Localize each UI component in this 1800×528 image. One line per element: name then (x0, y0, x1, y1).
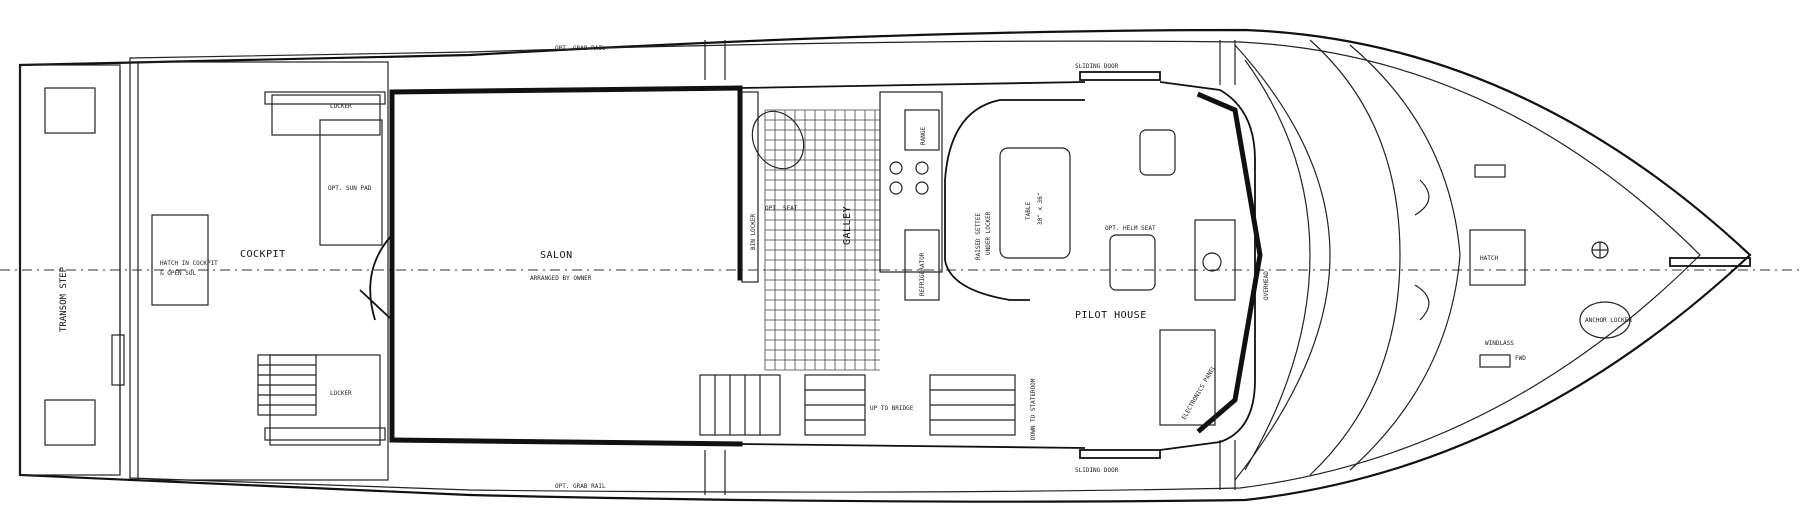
sun-pad-label: OPT. SUN PAD (328, 185, 372, 192)
foredeck-fwd-label: FWD (1515, 355, 1526, 362)
locker-bottom (269, 354, 381, 446)
cleat-curve-top (1414, 179, 1430, 216)
helm-console (1194, 219, 1236, 301)
chain-pipe (1479, 354, 1511, 368)
pilot-house-windshield (1196, 91, 1263, 434)
pilot-chair (1139, 129, 1176, 176)
foredeck-hatch (1469, 229, 1526, 286)
grab-rail-note-fwd: OPT. GRAB RAIL (555, 483, 606, 490)
fridge-box (904, 229, 940, 301)
stairs-up-label: UP TO BRIDGE (870, 405, 914, 412)
transom-box-top (44, 87, 96, 134)
anchor-locker-label: ANCHOR LOCKER (1585, 317, 1632, 324)
helm-seat-label: OPT. HELM SEAT (1105, 225, 1156, 232)
salon-label: SALON (540, 250, 573, 261)
table-size-label: 30" x 36" (1037, 192, 1044, 225)
helm-chair (751, 110, 805, 170)
burner-icon (889, 181, 903, 195)
dinette-label: RAISED SETTEE (975, 213, 982, 260)
sun-pad (319, 119, 383, 246)
sliding-door-top (1079, 71, 1161, 81)
sliding-door-bot (1079, 449, 1161, 459)
bow-rail-2 (1349, 44, 1461, 471)
galley-counter (879, 91, 943, 273)
burner-icon (915, 181, 929, 195)
hatch-label: HATCH IN COCKPIT (160, 260, 218, 267)
bulwark-curve (1234, 44, 1331, 481)
galley-partition (739, 81, 1086, 449)
dinette-sub-label: UNDER LOCKER (985, 211, 992, 255)
steering-wheel-icon (1202, 252, 1222, 272)
grab-rail-top (264, 91, 386, 105)
salon-top-wall (389, 85, 743, 95)
salon-door-swing (359, 234, 393, 321)
locker-bottom-label: LOCKER (330, 390, 352, 397)
locker-top (271, 94, 381, 136)
bin-locker-label: BIN LOCKER (750, 213, 757, 250)
bulwark-curve-2 (1244, 59, 1311, 471)
table-label: TABLE (1025, 202, 1032, 220)
salon-note: ARRANGED BY OWNER (530, 275, 592, 282)
grab-rail-bot (264, 427, 386, 441)
pilot-house-label: PILOT HOUSE (1075, 310, 1147, 321)
windlass-label: WINDLASS (1485, 340, 1514, 347)
cockpit-label: COCKPIT (240, 249, 286, 260)
galley-floor-grid (764, 109, 880, 371)
foredeck-hatch-label: HATCH (1480, 255, 1498, 262)
transom-box-bot (44, 399, 96, 446)
bin-locker (741, 91, 759, 283)
sliding-door-top-label: SLIDING DOOR (1075, 63, 1119, 70)
range-label: RANGE (920, 127, 927, 145)
bow-rail (1309, 39, 1401, 476)
cleat-curve-bot (1414, 284, 1430, 321)
hatch-sub-label: & OPEN SOL (160, 270, 197, 277)
outer-hull (18, 28, 1752, 503)
electronics-panel (1159, 329, 1216, 426)
galley-label: GALLEY (842, 206, 853, 245)
sliding-door-bot-label: SLIDING DOOR (1075, 467, 1119, 474)
transom-step-label: TRANSOM STEP (59, 266, 69, 332)
burner-icon (889, 161, 903, 175)
helm-seat (1109, 234, 1156, 291)
transom-gate (111, 334, 125, 386)
foredeck-vent (1474, 164, 1506, 178)
locker-top-label: LOCKER (330, 103, 352, 110)
anchor-locker (1579, 301, 1631, 339)
fridge-label: REFRIGERATOR (919, 252, 926, 296)
dinette-seat (944, 99, 1085, 301)
inner-deck-edge (129, 40, 1701, 493)
cockpit-area (137, 61, 389, 481)
anchor-pulpit (1669, 257, 1751, 267)
grab-rail-note-aft: OPT. GRAB RAIL (555, 45, 606, 52)
burner-icon (915, 161, 929, 175)
console-note: ELECTRONICS PANEL (1181, 364, 1218, 421)
overhead-label: OVERHEAD (1263, 271, 1270, 300)
cockpit-hatch (151, 214, 209, 306)
stairs-down-label: DOWN TO STATEROOM (1030, 378, 1037, 440)
opt-chair-label: OPT. SEAT (765, 205, 798, 212)
stairs-down (699, 374, 781, 436)
range-box (904, 109, 940, 151)
salon-bottom-wall (389, 437, 743, 447)
dinette-table (999, 147, 1071, 259)
